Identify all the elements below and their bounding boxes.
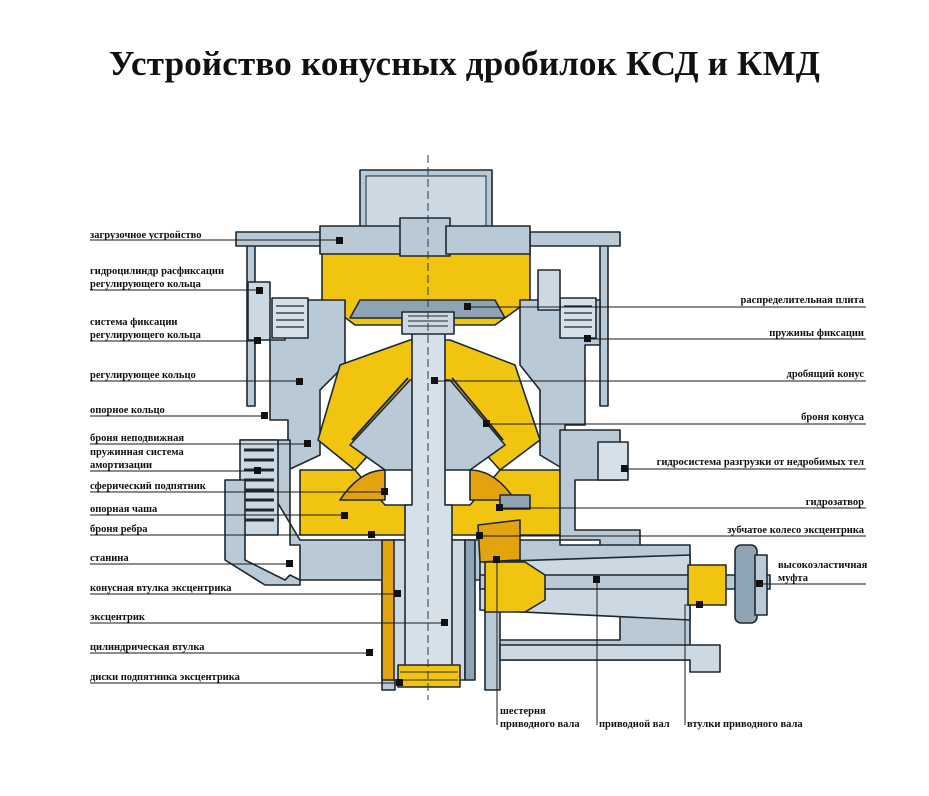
label-frame: станина bbox=[90, 553, 129, 564]
label-eccentric: эксцентрик bbox=[90, 612, 146, 623]
label-spherical-bearing: сферический подпятник bbox=[90, 481, 207, 492]
fixation-spring-left bbox=[271, 297, 309, 339]
label-hydro-cylinder-line2: регулирующего кольца bbox=[90, 279, 202, 290]
label-pinion-line1: шестерня bbox=[500, 706, 546, 717]
label-coupling-line2: муфта bbox=[778, 573, 809, 584]
label-distribution-plate: распределительная плита bbox=[741, 295, 865, 306]
hydro-seal bbox=[499, 494, 531, 510]
label-fixation-system-line2: регулирующего кольца bbox=[90, 330, 202, 341]
hydro-cylinder-right bbox=[537, 269, 561, 311]
fixation-spring-right bbox=[559, 297, 597, 339]
label-hydro-cylinder-line1: гидроцилиндр расфиксации bbox=[90, 266, 224, 277]
label-gear-wheel: зубчатое колесо эксцентрика bbox=[727, 525, 864, 536]
crusher-drawing bbox=[224, 155, 771, 700]
label-fixation-springs: пружины фиксации bbox=[769, 328, 864, 339]
label-drive-shaft: приводной вал bbox=[599, 719, 670, 730]
label-hydro-seal: гидрозатвор bbox=[806, 497, 864, 508]
label-spring-system-line2: амортизации bbox=[90, 460, 152, 471]
label-fixed-armour: броня неподвижная bbox=[90, 433, 184, 444]
amortization-springs bbox=[239, 439, 279, 536]
leader-markers bbox=[254, 237, 763, 686]
label-rib-armour: броня ребра bbox=[90, 524, 148, 535]
label-fixation-system-line1: система фиксации bbox=[90, 317, 177, 328]
label-support-bowl: опорная чаша bbox=[90, 504, 158, 515]
gear-wheel bbox=[477, 519, 521, 563]
label-spring-system-line1: пружинная система bbox=[90, 447, 184, 458]
label-cone-armour: броня конуса bbox=[801, 412, 865, 423]
thrust-disks bbox=[397, 664, 461, 688]
label-pinion-line2: приводного вала bbox=[500, 719, 580, 730]
conical-bushing bbox=[381, 539, 395, 681]
label-support-ring: опорное кольцо bbox=[90, 405, 165, 416]
label-conical-bushing: конусная втулка эксцентрика bbox=[90, 583, 232, 594]
label-loading-device: загрузочное устройство bbox=[90, 230, 202, 241]
diagram-title: Устройство конусных дробилок КСД и КМД bbox=[108, 44, 821, 83]
label-crushing-cone: дробящий конус bbox=[787, 369, 865, 380]
label-regulating-ring: регулирующее кольцо bbox=[90, 370, 196, 381]
label-coupling-line1: высокоэластичная bbox=[778, 560, 868, 571]
hydraulic-unload bbox=[597, 441, 629, 481]
label-thrust-disks: диски подпятника эксцентрика bbox=[90, 672, 241, 683]
label-drive-shaft-bushings: втулки приводного вала bbox=[687, 719, 803, 730]
leaders bbox=[90, 239, 866, 725]
label-cylindrical-bushing: цилиндрическая втулка bbox=[90, 642, 205, 653]
elastic-coupling bbox=[687, 544, 768, 624]
label-unload-hydraulics: гидросистема разгрузки от недробимых тел bbox=[657, 457, 865, 468]
cylindrical-bushing bbox=[464, 539, 476, 681]
pinion bbox=[484, 561, 546, 613]
